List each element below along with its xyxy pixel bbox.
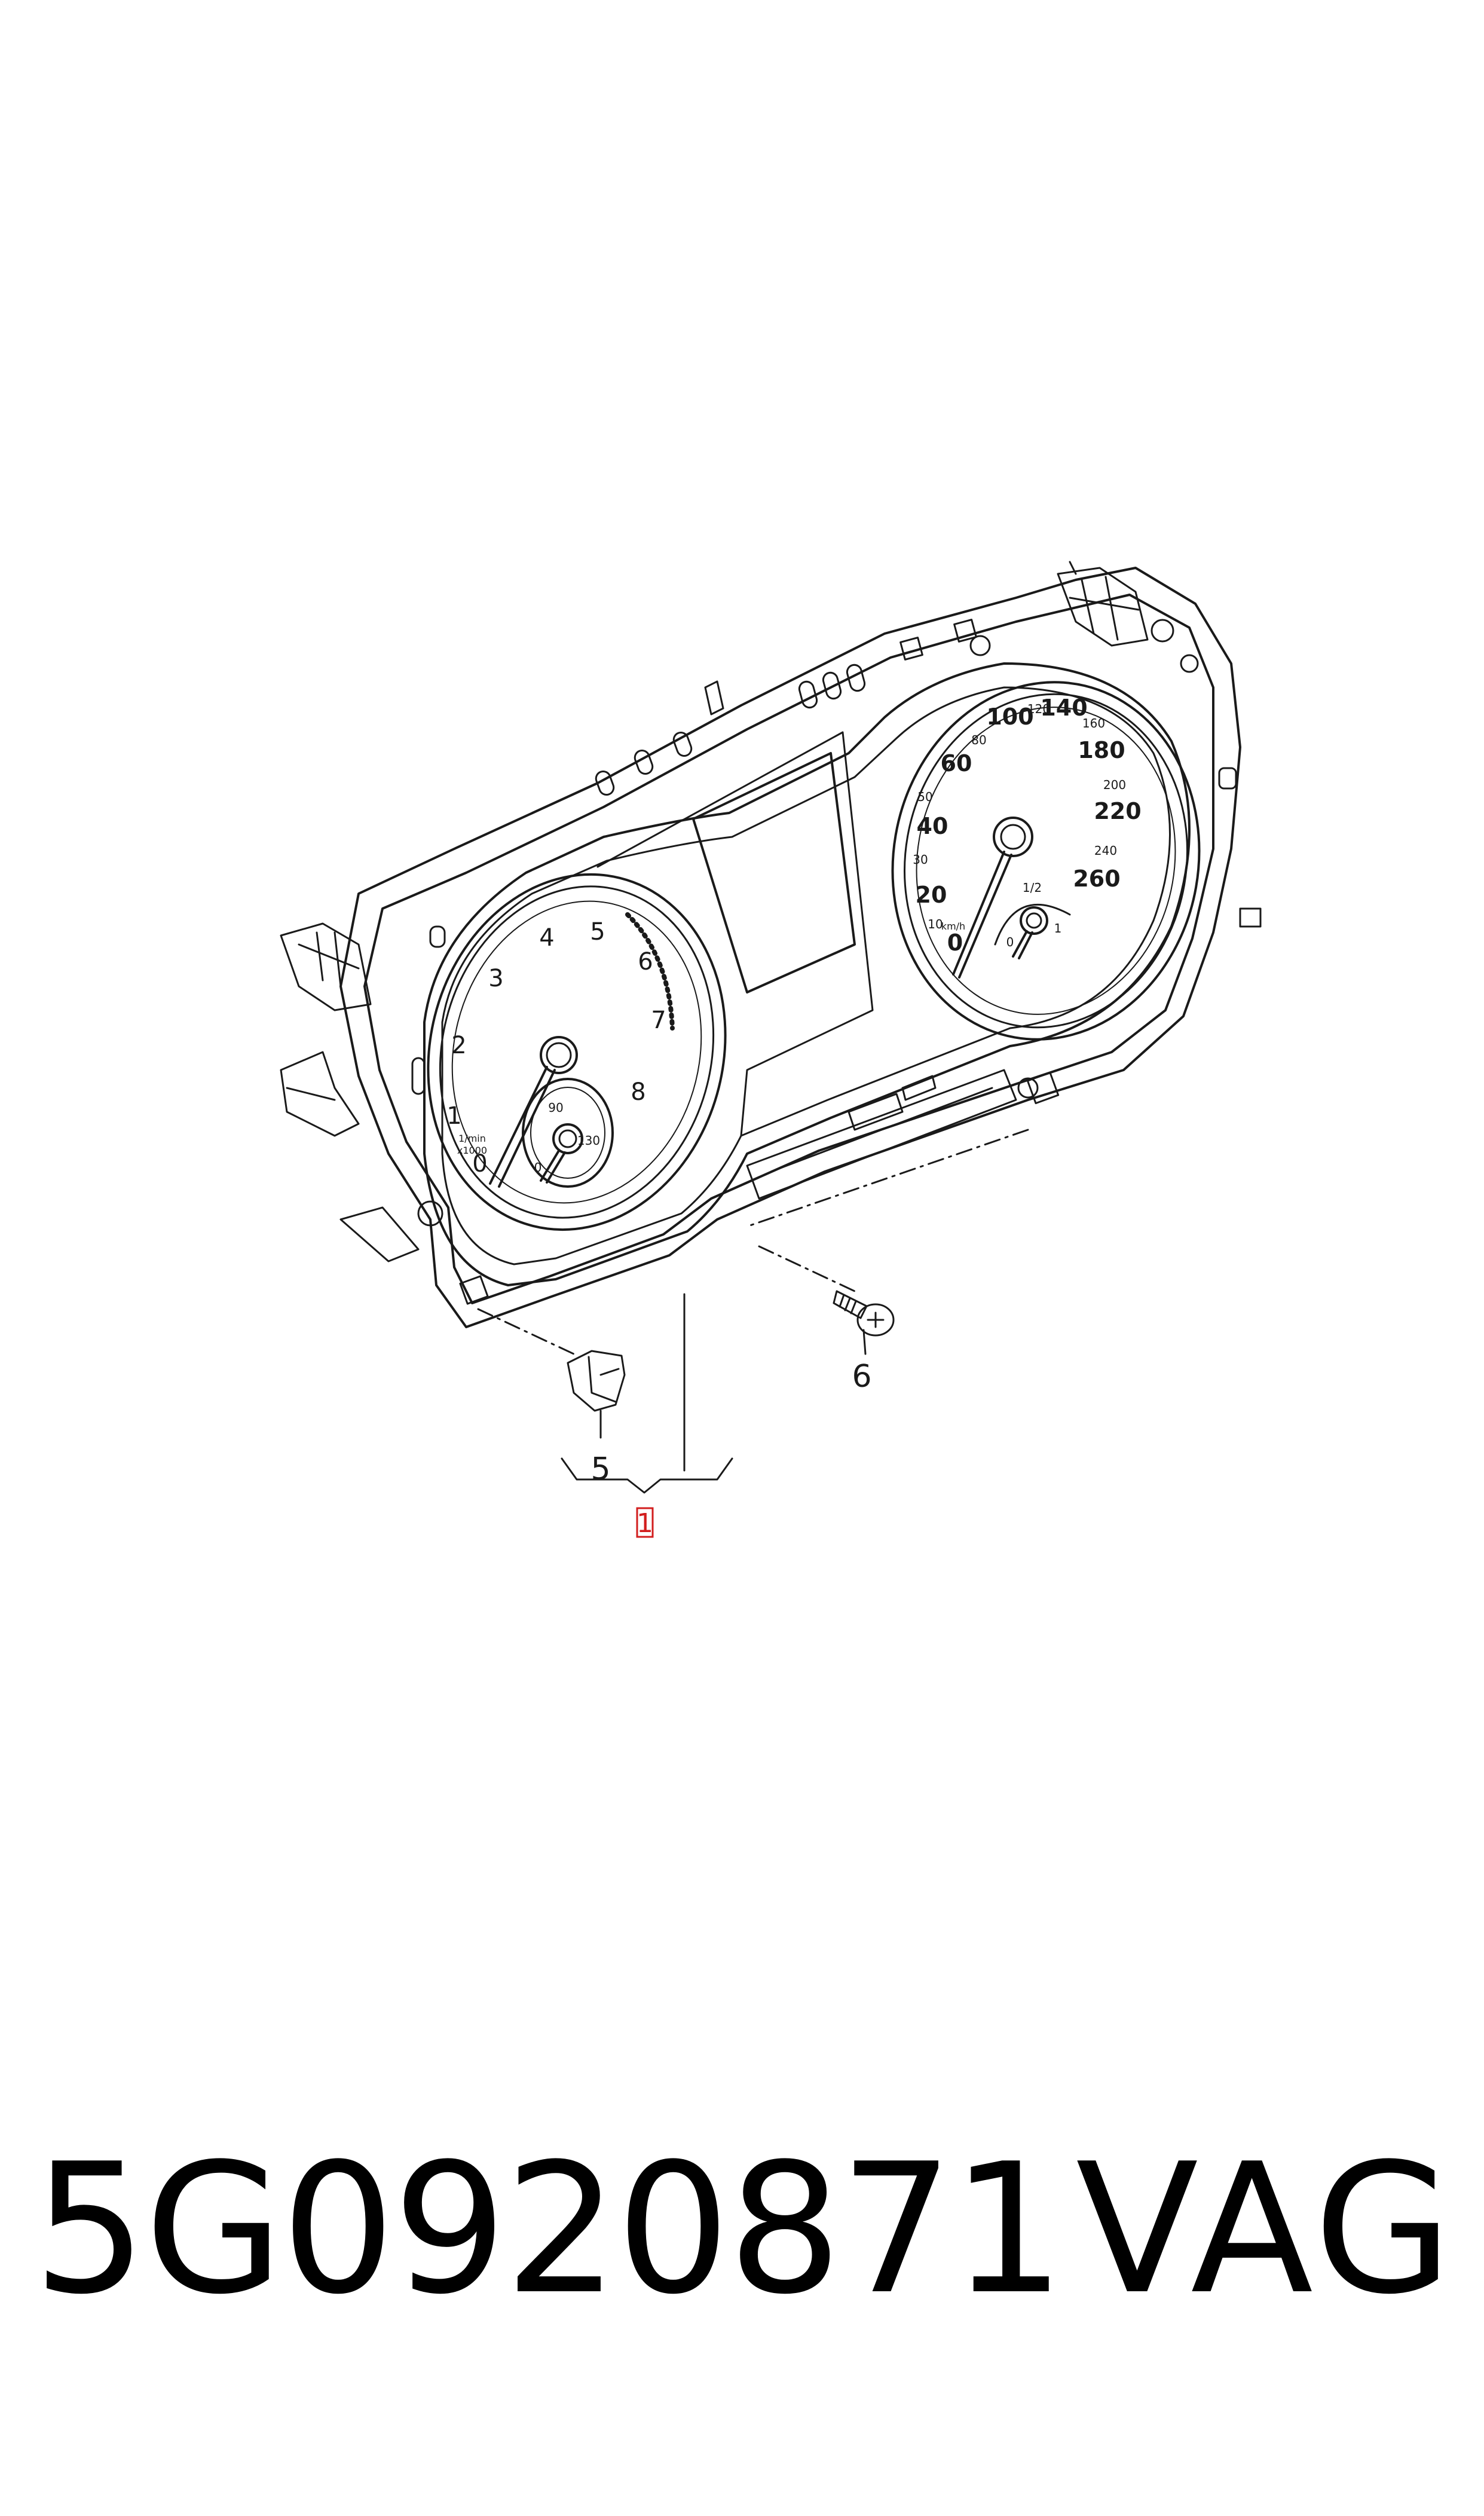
fuel-tick-1-2: 1/2 [1023,881,1042,895]
cluster-housing [339,567,1241,1328]
tachometer-tick-3: 3 [488,965,503,992]
tachometer-redline-arc [625,912,675,1031]
speedometer-tick-180: 180 [1078,737,1125,763]
callout-1: 1 [637,1508,653,1539]
speedometer-tick-80: 80 [971,733,986,747]
speedometer-unit-label: km/h [941,921,965,932]
temperature-hub [552,1123,583,1154]
temperature-needle [540,1150,566,1184]
speedometer-tick-100: 100 [986,704,1033,730]
tachometer-tick-5: 5 [590,918,605,946]
speedometer-needle [952,851,1012,979]
front-bezel [423,662,1191,1286]
tachometer-tick-7: 7 [651,1007,666,1034]
screw-part-6 [833,1290,895,1355]
front-bezel-inner [441,686,1171,1265]
leader-lines [477,1129,1029,1355]
fuel-hub [1020,906,1048,935]
tachometer-needle [489,1066,556,1188]
tachometer-unit-label: 1/min [458,1133,486,1144]
temperature-tick-0: 0 [534,1160,542,1175]
tachometer-tick-8: 8 [631,1078,645,1106]
fuel-tick-0: 0 [1006,935,1014,949]
temperature-tick-130: 130 [577,1133,600,1148]
callout-lines [561,1293,733,1494]
callout-1-box [636,1507,654,1538]
speedometer-tick-240: 240 [1094,843,1117,858]
speedometer-tick-140: 140 [1040,695,1087,721]
clip-part-5 [567,1350,626,1412]
speedometer-tick-50: 50 [917,790,932,804]
speedometer-tick-200: 200 [1103,778,1126,792]
fuel-scale [994,903,1071,946]
tachometer-tick-0: 0 [472,1150,487,1178]
tachometer [427,873,727,1231]
callout-6: 6 [852,1359,871,1395]
speedometer-tick-30: 30 [913,852,928,867]
mounting-bracket-right [704,561,1149,716]
speedometer-tick-160: 160 [1082,716,1105,730]
cluster-housing-inner [363,594,1214,1304]
temperature-subdial [522,1078,614,1188]
center-display-frame [596,731,874,1137]
temperature-tick-90: 90 [548,1100,563,1115]
callout-5: 5 [590,1451,610,1487]
tachometer-tick-4: 4 [539,924,554,952]
fuel-tick-1: 1 [1054,921,1062,936]
speedometer-tick-220: 220 [1094,798,1141,824]
tachometer-tick-2: 2 [451,1032,466,1059]
speedometer-tick-260: 260 [1073,866,1120,892]
speedometer-tick-10: 10 [928,917,943,931]
speedometer-tick-120: 120 [1027,702,1050,716]
speedometer-tick-0: 0 [947,930,963,956]
tachometer-tick-6: 6 [638,948,653,976]
speedometer-tick-40: 40 [917,813,948,839]
mounting-bracket-left [280,922,420,1262]
speedometer [891,681,1201,1041]
fuel-needle [1012,930,1033,959]
tachometer-tick-1: 1 [446,1102,461,1130]
lower-connector [746,1069,1017,1200]
part-number-caption: 5G0920871 [33,2125,1065,2334]
speedometer-tick-60: 60 [941,750,972,776]
brand-caption: VAG [1076,2125,1457,2334]
tachometer-hub [540,1036,578,1074]
speedometer-tick-20: 20 [916,882,947,908]
rim-bosses [411,619,1262,1305]
tachometer-unit-label: x1000 [457,1145,487,1156]
speedometer-hub [993,817,1033,857]
center-display [692,752,856,993]
